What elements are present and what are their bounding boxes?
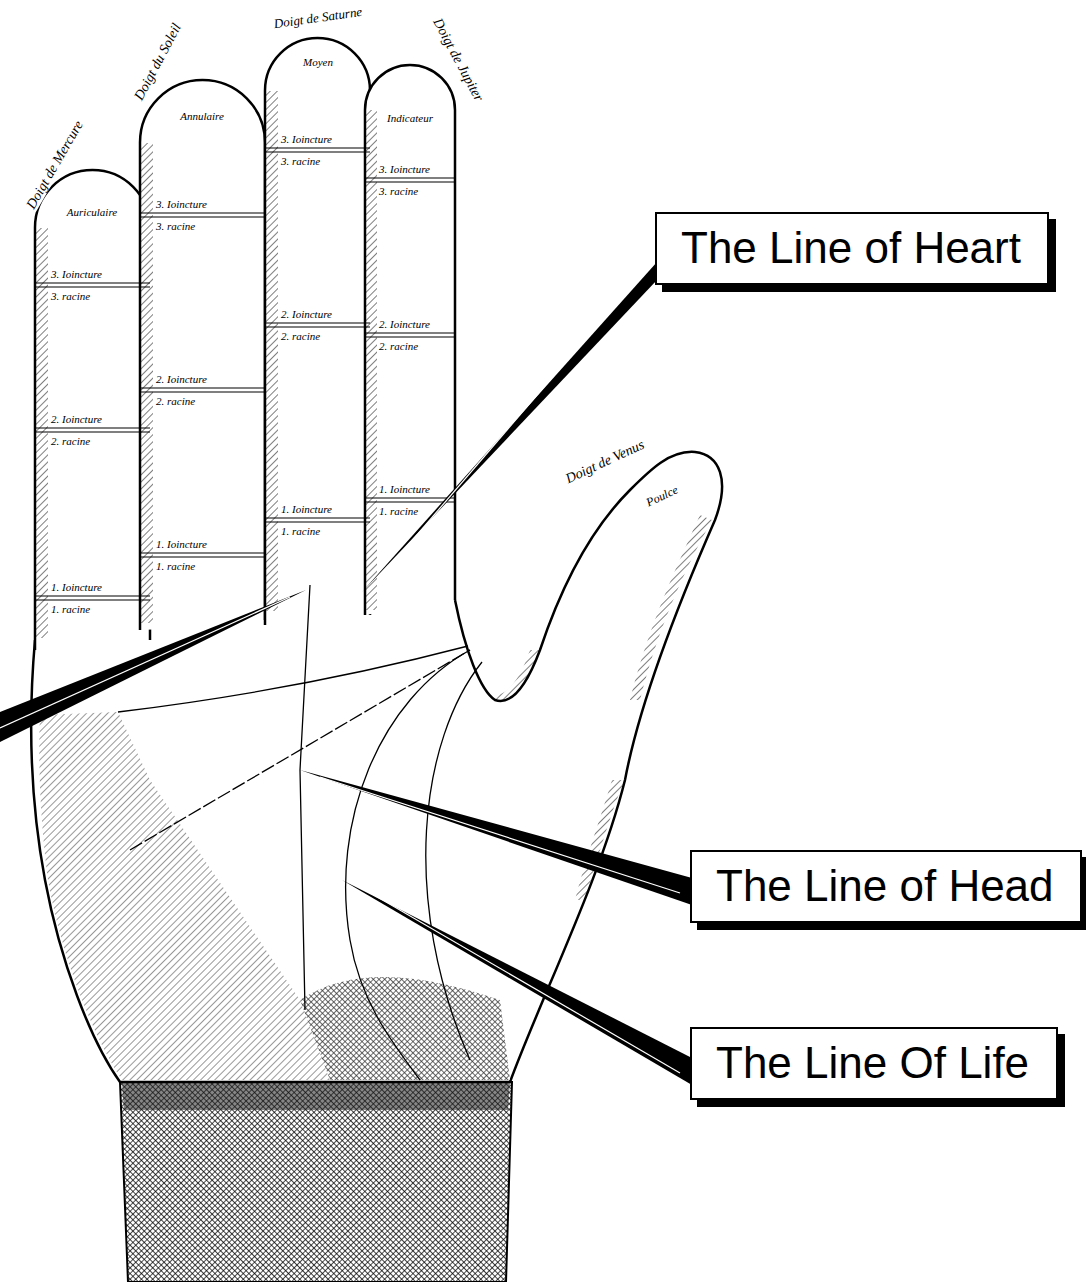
hand-drawing-part [365,177,455,178]
finger-name: Doigt de Saturne [272,5,364,32]
joint-label: 2. Ioincture [280,307,333,321]
joint-label: 1. Ioincture [280,502,333,516]
joint-label: 3. Ioincture [155,197,208,211]
finger-shading [141,143,153,623]
joint-label: 2. racine [50,434,91,448]
hand-drawing-part [140,552,265,553]
finger-shading [266,91,278,611]
callout-box: The Line Of Life [690,1027,1058,1100]
finger-latin-name: Moyen [302,55,334,69]
joint-label: 1. Ioincture [155,537,208,551]
hand-drawing-part [35,427,150,428]
joint-label: 1. Ioincture [378,482,431,496]
joint-label: 3. racine [378,184,419,198]
finger-shading [36,228,48,638]
hand-drawing-part [362,888,680,1073]
wrist-cuff [120,1082,512,1282]
hand-drawing-part [362,262,657,592]
hand-drawing-part [320,777,680,893]
hand-drawing-part [35,595,150,596]
hand-drawing-part [300,770,692,905]
finger-shading [366,110,377,610]
callout-box: The Line of Head [690,850,1082,923]
hand-drawing-part [342,880,692,1085]
joint-label: 3. Ioincture [280,132,333,146]
hand-drawing-part [35,599,150,600]
joint-label: 2. racine [155,394,196,408]
callout-text: The Line Of Life [716,1037,1032,1090]
joint-label: 3. racine [50,289,91,303]
callout-text: The Line of Head [716,860,1056,913]
joint-label: 1. racine [378,504,419,518]
joint-label: 1. racine [280,524,321,538]
joint-label: 2. Ioincture [155,372,208,386]
hand-drawing-part [365,497,455,498]
joint-label: 3. racine [280,154,321,168]
hand-drawing-part [265,322,370,323]
hand-drawing-part [265,521,370,522]
hand-drawing-part [365,501,455,502]
joint-label: 1. racine [50,602,91,616]
hand-drawing-part [300,585,310,1010]
thumb-shading [495,650,540,701]
leader-highlights [0,275,680,1073]
palm-lines [118,585,482,1080]
hand-drawing-part [0,590,306,742]
joint-lines [35,148,455,600]
hand-drawing-part [0,597,290,728]
hand-drawing-part [426,662,482,1060]
hand-drawing-part [140,387,265,388]
joint-label: 1. Ioincture [50,580,103,594]
palm-shading [39,712,330,1080]
joint-label: 2. Ioincture [378,317,431,331]
hand-drawing-part [265,151,370,152]
ring-finger [140,80,265,630]
hand-drawing-part [130,650,470,850]
hand-drawing-part [35,286,150,287]
joint-label: 3. racine [155,219,196,233]
cuff-shadow [122,1082,510,1110]
hand-drawing-part [140,391,265,392]
hand-drawing-part [140,216,265,217]
hand-drawing-part [365,336,455,337]
finger-latin-name: Annulaire [179,109,225,123]
thumb-shading [630,515,712,700]
hand-drawing-part [265,326,370,327]
hand-drawing-part [365,181,455,182]
joint-label: 1. racine [155,559,196,573]
hand-drawing-part [35,282,150,283]
thumb-shading [575,780,625,900]
finger-latin-name: Auriculaire [66,205,118,219]
middle-finger [265,38,370,620]
index-finger [365,65,455,615]
joint-label: 3. Ioincture [378,162,431,176]
finger-latin-name: Indicateur [386,111,434,125]
hand-drawing-part [265,517,370,518]
hand-drawing-part [35,431,150,432]
hand-drawing-part [365,332,455,333]
little-finger [35,170,150,650]
hand-drawing-part [140,212,265,213]
hand-drawing-part [140,556,265,557]
joint-label: 2. racine [280,329,321,343]
leader-wedges [0,262,692,1085]
joint-label: 3. Ioincture [50,267,103,281]
hand-drawing-part [265,147,370,148]
joint-label: 2. racine [378,339,419,353]
callout-box: The Line of Heart [655,212,1049,285]
finger-name: Doigt de Venus [563,437,648,486]
callout-text: The Line of Heart [681,222,1023,275]
joint-label: 2. Ioincture [50,412,103,426]
palm-shading [300,977,510,1080]
